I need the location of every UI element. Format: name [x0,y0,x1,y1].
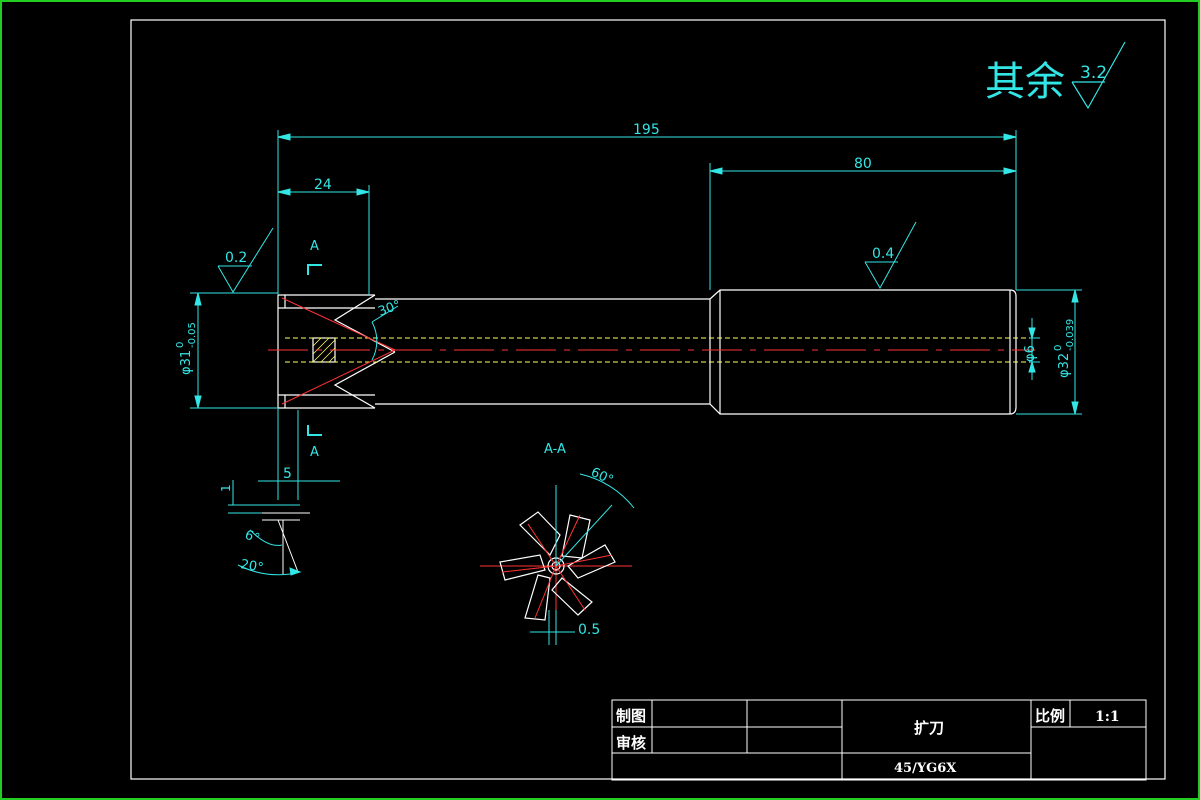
dim-overall-length: 195 [633,122,660,138]
general-roughness-text: 其余 [985,59,1065,105]
dim-head-diameter: φ31 [179,350,194,375]
section-hatch [312,337,336,363]
tooth-4 [551,577,593,616]
chamfer-centerline-top [281,297,396,351]
dim-head-length: 24 [314,177,332,193]
roughness-shank [864,221,917,290]
dim-rake-angle: 6° [243,528,262,547]
general-roughness-value: 3.2 [1080,63,1107,83]
drawing-frame [130,19,1166,780]
tooth-6 [499,554,546,581]
dimension-lines [190,130,1082,500]
title-block [611,699,1147,781]
roughness-left-face [217,227,274,293]
tooth-detail-view [228,480,310,576]
chamfer-v-bottom [333,351,396,409]
dim-chamfer-angle: 30° [376,298,403,320]
tooth-2 [561,514,591,559]
dim-head-offset: 5 [283,466,292,482]
chamfer-centerline-bottom [281,349,396,405]
title-part-name: 扩刀 [914,719,944,737]
dim-shank-tol-lower: -0.039 [1065,319,1076,351]
title-scale-label: 比例 [1035,707,1065,725]
dim-bore-diameter: φ6 [1023,345,1038,362]
roughness-shank-value: 0.4 [872,246,894,262]
dim-shank-diameter-group: φ32 0 -0.039 [1053,319,1076,378]
dim-head-tol-upper: 0 [175,342,186,348]
dim-shank-tol-upper: 0 [1053,345,1064,351]
section-markers [307,264,322,436]
tooth-3 [567,544,616,579]
centerlines [268,297,1035,405]
labels: 195 80 24 0.2 0.4 A A 30° 5 1 6° 20° A-A… [175,122,1120,776]
section-marker-top: A [310,239,319,254]
roughness-left-value: 0.2 [225,250,247,266]
dim-shank-diameter: φ32 [1057,353,1072,378]
section-angle-arc [579,473,635,509]
shank-outline [709,289,1017,415]
dim-section-angle: 60° [588,465,615,488]
tooth-5 [524,574,551,621]
section-title: A-A [544,442,566,457]
dim-head-diameter-group: φ31 0 -0.05 [175,322,198,375]
general-roughness-note: 其余 3.2 [985,41,1126,110]
title-drawn-label: 制图 [616,707,646,725]
roughness-symbol [1071,41,1126,110]
section-marker-bottom: A [310,445,319,460]
title-scale-value: 1:1 [1095,709,1120,725]
dim-tooth-offset: 0.5 [578,622,600,638]
section-a-a-view [480,473,635,645]
dim-shank-length: 80 [854,156,872,172]
dim-small: 1 [219,484,233,492]
dim-clearance-angle: 20° [239,557,264,576]
title-checked-label: 审核 [616,734,646,752]
bore-hidden-lines [285,337,1030,363]
title-material: 45/YG6X [894,761,957,776]
dim-head-tol-lower: -0.05 [187,322,198,348]
tooth-1 [519,511,561,557]
